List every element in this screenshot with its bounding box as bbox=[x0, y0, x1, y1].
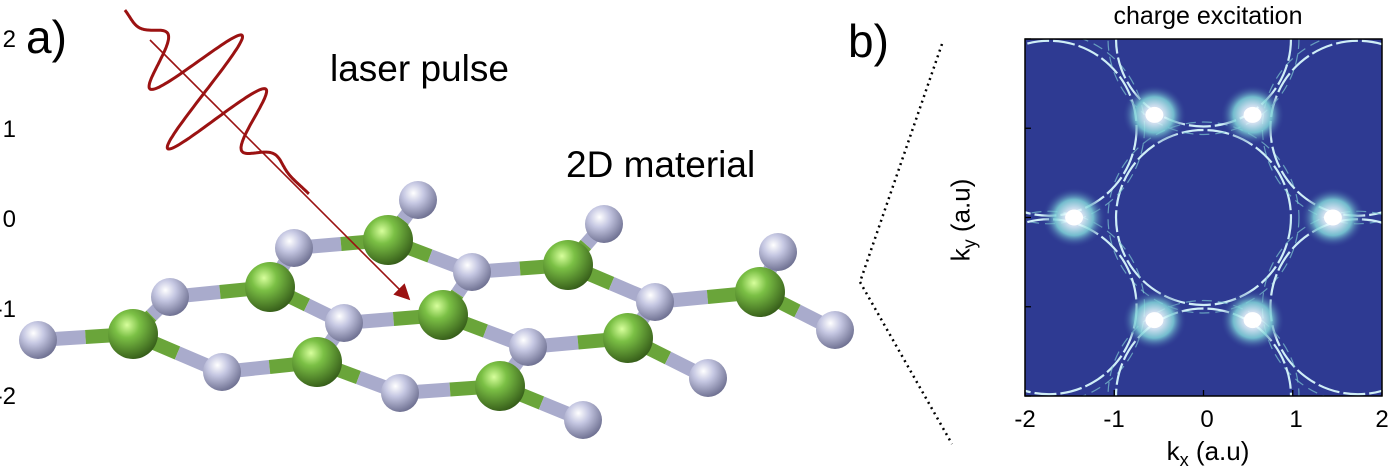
material-lattice bbox=[19, 181, 854, 439]
green-atom bbox=[245, 262, 295, 312]
grey-atom bbox=[19, 321, 57, 359]
chart-title: charge excitation bbox=[1113, 2, 1303, 30]
excitation-ring-outer bbox=[1107, 121, 1300, 314]
green-atom bbox=[363, 215, 413, 265]
grey-atom bbox=[585, 205, 623, 243]
green-atom bbox=[603, 313, 653, 363]
grey-atom bbox=[759, 233, 797, 271]
green-atom bbox=[735, 267, 785, 317]
grey-atom bbox=[689, 359, 727, 397]
zoom-line-bottom bbox=[858, 281, 954, 445]
grey-atom bbox=[381, 374, 419, 412]
hotspot-core bbox=[1145, 106, 1164, 123]
laser-pulse-label: laser pulse bbox=[330, 48, 509, 89]
y-tick-label: -2 bbox=[0, 383, 16, 410]
laser-wave bbox=[123, 9, 310, 195]
y-axis-label: ky (a.u) bbox=[945, 178, 980, 262]
excitation-ring bbox=[1114, 39, 1293, 128]
x-tick-label: -2 bbox=[1014, 406, 1036, 433]
y-tick-label: 2 bbox=[2, 26, 16, 53]
x-tick-label: 1 bbox=[1289, 406, 1303, 433]
hotspot-core bbox=[1145, 312, 1164, 329]
green-atom bbox=[475, 361, 525, 411]
heatmap-plot bbox=[1024, 38, 1383, 397]
laser-propagation-arrow bbox=[149, 39, 411, 301]
hotspot-core bbox=[1323, 209, 1342, 226]
x-tick-label: -1 bbox=[1103, 406, 1125, 433]
grey-atom bbox=[151, 278, 189, 316]
grey-atom bbox=[325, 304, 363, 342]
green-atom bbox=[108, 309, 158, 359]
grey-atom bbox=[636, 283, 674, 321]
x-tick-label: 2 bbox=[1375, 406, 1389, 433]
zoom-line-top bbox=[858, 43, 944, 283]
grey-atom bbox=[509, 328, 547, 366]
panel-b-label: b) bbox=[848, 15, 889, 67]
excitation-ring-outer bbox=[1107, 299, 1300, 396]
excitation-ring-outer bbox=[1107, 39, 1300, 136]
y-tick-label: 0 bbox=[2, 206, 16, 233]
grey-atom bbox=[453, 253, 491, 291]
y-tick-label: -1 bbox=[0, 296, 16, 323]
green-atom bbox=[292, 337, 342, 387]
hotspot-core bbox=[1243, 312, 1262, 329]
excitation-ring bbox=[1114, 128, 1293, 307]
hotspot-core bbox=[1065, 209, 1084, 226]
grey-atom bbox=[816, 311, 854, 349]
x-axis-label: kx (a.u) bbox=[1166, 436, 1250, 471]
x-tick-label: 0 bbox=[1200, 406, 1214, 433]
grey-atom bbox=[564, 401, 602, 439]
grey-atom bbox=[203, 353, 241, 391]
hotspot-core bbox=[1243, 106, 1262, 123]
laser-pulse bbox=[123, 9, 411, 301]
panel-a-label: a) bbox=[26, 11, 67, 63]
grey-atom bbox=[399, 181, 437, 219]
green-atom bbox=[418, 290, 468, 340]
grey-atom bbox=[275, 229, 313, 267]
green-atom bbox=[543, 240, 593, 290]
y-tick-label: 1 bbox=[2, 116, 16, 143]
material-label: 2D material bbox=[566, 144, 756, 185]
excitation-ring bbox=[1114, 307, 1293, 396]
